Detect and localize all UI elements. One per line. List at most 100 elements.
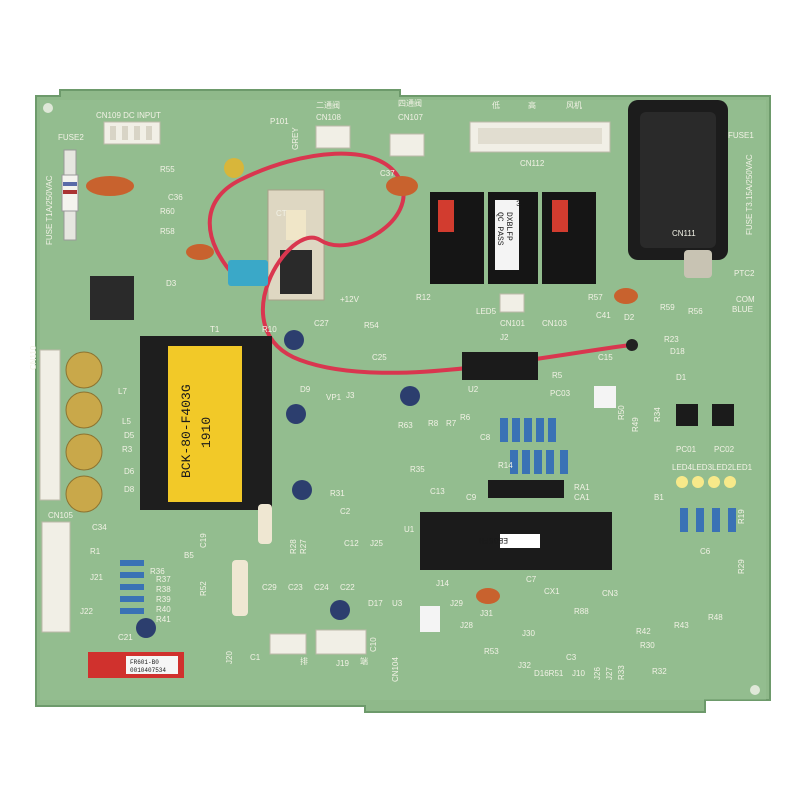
fuse2: FUSE2 FUSE T1A/250VAC: [45, 133, 84, 245]
label-r59: R59: [660, 303, 675, 312]
label-c36: C36: [168, 193, 183, 202]
label-r32: R32: [652, 667, 667, 676]
label-r6: R6: [460, 413, 471, 422]
label-cn112: CN112: [520, 159, 545, 168]
wire-solder: [626, 339, 638, 351]
label-d1: D1: [676, 373, 687, 382]
label-c37: C37: [380, 169, 395, 178]
capacitor-bank-left: [65, 351, 103, 513]
label-j20: J20: [225, 651, 234, 664]
label-r40: R40: [156, 605, 171, 614]
label-r41: R41: [156, 615, 171, 624]
label-c23: C23: [288, 583, 303, 592]
label-c19: C19: [199, 533, 208, 548]
connector-j19: [315, 629, 367, 655]
sticker-line1: FR601-B0: [130, 659, 159, 666]
power-resistor: [232, 560, 248, 616]
label-r54: R54: [364, 321, 379, 330]
label-j31: J31: [480, 609, 493, 618]
label-c29: C29: [262, 583, 277, 592]
label-dn: 端: [360, 656, 368, 666]
small-electrolytics: [136, 158, 420, 638]
label-j25: J25: [370, 539, 383, 548]
label-l5: L5: [122, 417, 131, 426]
connector-cn105: CN105: [41, 511, 73, 633]
mounting-hole: [750, 685, 760, 695]
wire-terminal: [228, 260, 268, 286]
power-resistor-2: [258, 504, 272, 544]
label-j10: J10: [572, 669, 585, 678]
label-d18: D18: [670, 347, 685, 356]
label-c8: C8: [480, 433, 491, 442]
label-grey: GREY: [291, 127, 300, 150]
label-d9: D9: [300, 385, 311, 394]
label-plus12: +12V: [340, 295, 360, 304]
label-j30: J30: [522, 629, 535, 638]
opto-couplers: [594, 386, 734, 426]
sensor-chip: [420, 606, 440, 632]
red-wire: [207, 151, 631, 375]
label-b5: B5: [184, 551, 194, 560]
heatsink: [90, 276, 134, 320]
label-cn108-cn: 二通阀: [316, 100, 340, 110]
label-c21: C21: [118, 633, 133, 642]
label-com: COM: [736, 295, 755, 304]
relay-line2: QC PASS: [495, 212, 504, 246]
label-j26: J26: [593, 667, 602, 680]
label-cn109: CN109 DC INPUT: [96, 111, 161, 120]
label-r8: R8: [428, 419, 439, 428]
label-d6: D6: [124, 467, 135, 476]
label-r19: R19: [737, 509, 746, 524]
label-r63: R63: [398, 421, 413, 430]
label-fan-high: 高: [528, 100, 536, 110]
label-r1: R1: [90, 547, 101, 556]
label-c22: C22: [340, 583, 355, 592]
label-d16r51: D16R51: [534, 669, 564, 678]
label-c9: C9: [466, 493, 477, 502]
label-pc03: PC03: [550, 389, 571, 398]
label-r57: R57: [588, 293, 603, 302]
label-r37: R37: [156, 575, 171, 584]
connector-cn108: 二通阀 CN108: [315, 100, 351, 149]
label-r14: R14: [498, 461, 513, 470]
label-j28: J28: [460, 621, 473, 630]
label-c41: C41: [596, 311, 611, 320]
label-r48: R48: [708, 613, 723, 622]
label-c3: C3: [566, 653, 577, 662]
label-c2: C2: [340, 507, 351, 516]
resistor-array: [120, 418, 736, 614]
relay-middle: DXBLFP QC PASS 3: [488, 192, 538, 284]
label-r10: R10: [262, 325, 277, 334]
label-r38: R38: [156, 585, 171, 594]
label-cn104: CN104: [391, 657, 400, 682]
label-vp1: VP1: [326, 393, 342, 402]
label-j32: J32: [518, 661, 531, 670]
label-r42: R42: [636, 627, 651, 636]
transformer-part: BCK-80-F403G: [179, 384, 194, 478]
label-r55: R55: [160, 165, 175, 174]
label-d17: D17: [368, 599, 383, 608]
label-cn110: CN110: [29, 345, 38, 370]
connector-cn101: [499, 293, 525, 313]
label-pd: 排: [300, 656, 308, 666]
label-cn111: CN111: [672, 229, 696, 238]
label-cn107: CN107: [398, 113, 423, 122]
label-r27: R27: [299, 539, 308, 554]
label-r58: R58: [160, 227, 175, 236]
label-p101: P101: [270, 117, 289, 126]
label-r28: R28: [289, 539, 298, 554]
mounting-hole: [43, 103, 53, 113]
label-r30: R30: [640, 641, 655, 650]
connector-cn110: CN110: [29, 345, 61, 501]
transformer-date: 1910: [199, 417, 214, 448]
led-row: LED4LED3LED2LED1: [672, 463, 753, 488]
connector-cn107: 四通阀 CN107: [389, 98, 425, 157]
label-r31: R31: [330, 489, 345, 498]
label-cn108: CN108: [316, 113, 341, 122]
relay-digit: 3: [516, 200, 521, 209]
label-r3: R3: [122, 445, 133, 454]
label-cn107-cn: 四通阀: [398, 98, 422, 108]
sticker-line2: 0010407534: [130, 667, 166, 674]
label-fuse1: FUSE1: [728, 131, 754, 140]
fuse1: FUSE1 FUSE T3.15A/250VAC: [728, 131, 754, 235]
